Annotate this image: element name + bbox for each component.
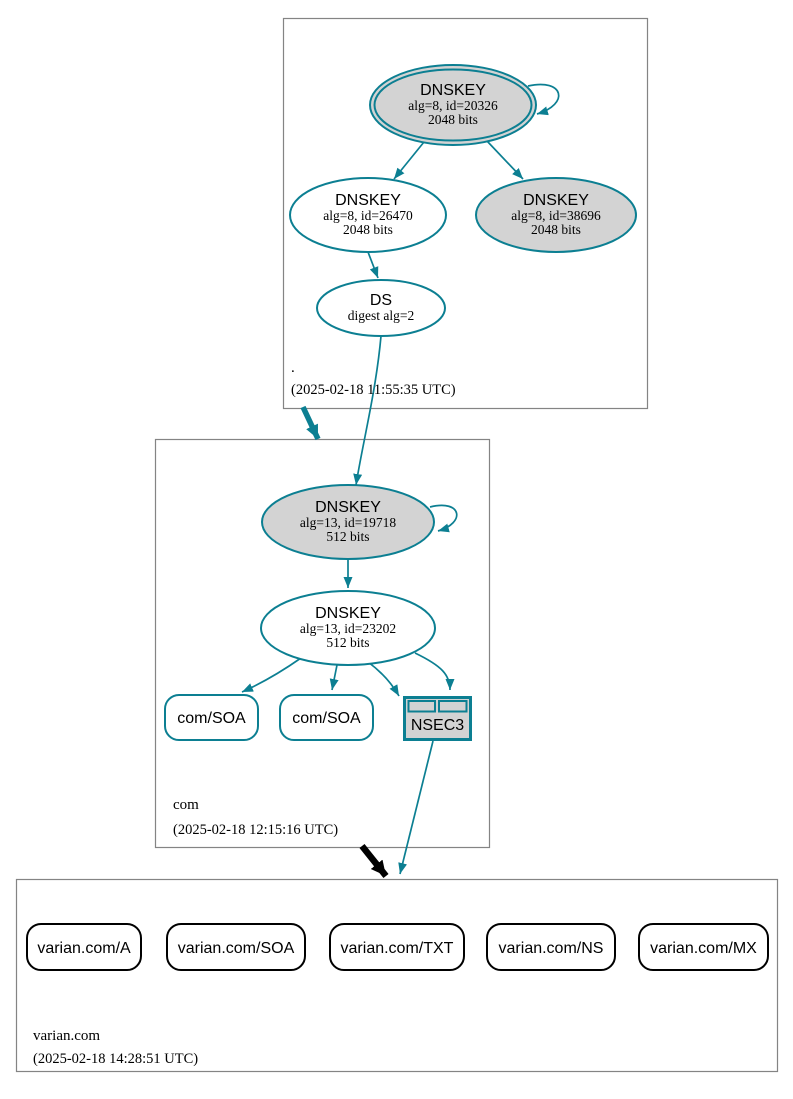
com-ksk-self-sign-loop: [429, 504, 458, 533]
edge-root-ksk-to-zsk: [393, 141, 425, 180]
com-zone-timestamp: (2025-02-18 12:15:16 UTC): [173, 822, 338, 838]
delegation-arrow-com-to-varian-insecure: [359, 843, 389, 879]
edge-root-zsk-to-ds: [367, 251, 379, 279]
com-soa-1-rect[interactable]: [164, 694, 259, 741]
root-ksk-meta: alg=8, id=20326: [408, 98, 498, 113]
varian-a-rect[interactable]: [26, 923, 142, 971]
com-zsk-title: DNSKEY: [315, 605, 381, 622]
root-standby-key-meta: alg=8, id=38696: [511, 208, 601, 223]
com-soa-node-2[interactable]: com/SOA: [279, 694, 374, 741]
com-zone-label: com: [173, 797, 199, 813]
nsec3-cell-right: [438, 700, 468, 713]
com-zsk-node[interactable]: DNSKEY alg=13, id=23202 512 bits: [260, 590, 436, 666]
com-zone-cluster-box: [154, 438, 491, 849]
varian-zone-cluster-box: [15, 878, 779, 1073]
root-ds-meta: digest alg=2: [348, 308, 414, 323]
edge-com-zsk-to-soa1: [241, 657, 302, 693]
varian-mx-node[interactable]: varian.com/MX: [638, 923, 769, 971]
edge-nsec3-to-varian-zone: [398, 740, 434, 875]
root-standby-key-size: 2048 bits: [531, 222, 581, 237]
com-ksk-size: 512 bits: [326, 529, 369, 544]
com-zsk-ellipse[interactable]: [260, 590, 436, 666]
com-ksk-node[interactable]: DNSKEY alg=13, id=19718 512 bits: [261, 484, 435, 560]
nsec3-cell-left: [407, 700, 436, 713]
varian-soa-rect[interactable]: [166, 923, 306, 971]
varian-ns-node[interactable]: varian.com/NS: [486, 923, 616, 971]
edge-ds-to-com-ksk: [353, 335, 382, 486]
varian-soa-node[interactable]: varian.com/SOA: [166, 923, 306, 971]
root-standby-key-node[interactable]: DNSKEY alg=8, id=38696 2048 bits: [475, 177, 637, 253]
root-zsk-node[interactable]: DNSKEY alg=8, id=26470 2048 bits: [289, 177, 447, 253]
varian-zone-timestamp: (2025-02-18 14:28:51 UTC): [33, 1051, 198, 1067]
edge-root-ksk-to-standby-key: [486, 140, 524, 180]
root-ksk-node[interactable]: DNSKEY alg=8, id=20326 2048 bits: [369, 64, 537, 146]
com-soa-1-label: com/SOA: [177, 710, 246, 727]
root-ksk-self-sign-loop: [527, 83, 560, 116]
varian-txt-rect[interactable]: [329, 923, 465, 971]
edge-com-zsk-to-nsec3-left: [367, 661, 400, 697]
com-soa-2-rect[interactable]: [279, 694, 374, 741]
root-ds-title: DS: [370, 292, 392, 309]
com-soa-node-1[interactable]: com/SOA: [164, 694, 259, 741]
com-zsk-meta: alg=13, id=23202: [300, 621, 396, 636]
varian-soa-label: varian.com/SOA: [178, 940, 295, 957]
root-zone-label: .: [291, 360, 295, 376]
varian-txt-label: varian.com/TXT: [341, 940, 454, 957]
root-ksk-inner-ellipse: [373, 68, 533, 142]
root-zsk-size: 2048 bits: [343, 222, 393, 237]
root-zsk-title: DNSKEY: [335, 192, 401, 209]
root-zsk-ellipse[interactable]: [289, 177, 447, 253]
root-zone-timestamp: (2025-02-18 11:55:35 UTC): [291, 382, 456, 398]
nsec3-label: NSEC3: [411, 717, 464, 734]
root-ksk-title: DNSKEY: [420, 82, 486, 99]
varian-txt-node[interactable]: varian.com/TXT: [329, 923, 465, 971]
root-ds-node[interactable]: DS digest alg=2: [316, 279, 446, 337]
delegation-arrow-root-to-com: [300, 405, 321, 441]
varian-ns-rect[interactable]: [486, 923, 616, 971]
com-soa-2-label: com/SOA: [292, 710, 361, 727]
varian-zone-label: varian.com: [33, 1028, 100, 1044]
root-standby-key-title: DNSKEY: [523, 192, 589, 209]
varian-a-node[interactable]: varian.com/A: [26, 923, 142, 971]
com-ksk-title: DNSKEY: [315, 499, 381, 516]
com-ksk-meta: alg=13, id=19718: [300, 515, 396, 530]
root-zone-cluster-box: [282, 17, 649, 410]
edge-com-zsk-to-soa2: [329, 664, 339, 691]
varian-a-label: varian.com/A: [37, 940, 131, 957]
varian-mx-label: varian.com/MX: [650, 940, 757, 957]
root-zsk-meta: alg=8, id=26470: [323, 208, 413, 223]
root-ksk-size: 2048 bits: [428, 112, 478, 127]
varian-mx-rect[interactable]: [638, 923, 769, 971]
root-standby-key-ellipse[interactable]: [475, 177, 637, 253]
com-ksk-ellipse[interactable]: [261, 484, 435, 560]
edge-com-zsk-to-nsec3-top: [414, 652, 455, 691]
root-ds-ellipse[interactable]: [316, 279, 446, 337]
com-nsec3-node[interactable]: NSEC3: [403, 696, 472, 741]
varian-ns-label: varian.com/NS: [499, 940, 604, 957]
com-zsk-size: 512 bits: [326, 635, 369, 650]
